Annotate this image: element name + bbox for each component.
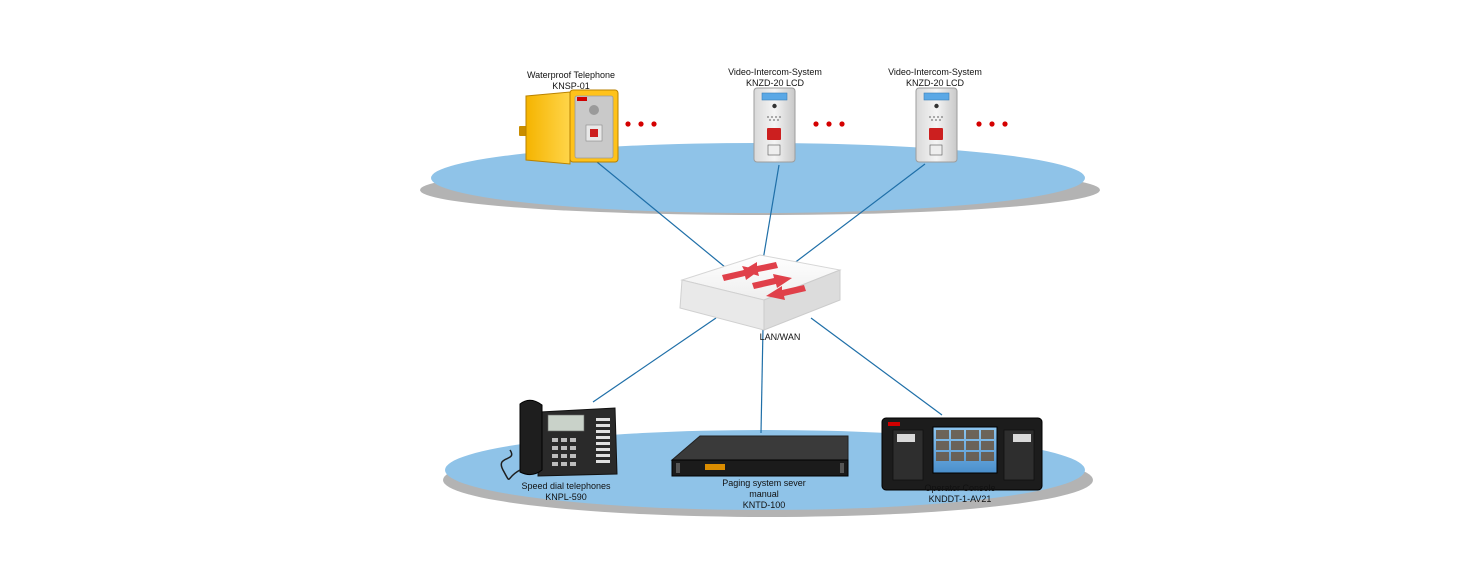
paging-server-model: KNTD-100 (742, 500, 786, 510)
waterproof-telephone-label: Waterproof Telephone KNSP-01 (511, 70, 631, 92)
waterproof-telephone-device (519, 89, 619, 165)
video-intercom-1-name: Video-Intercom-System (728, 67, 822, 77)
paging-server-name-line1: Paging system sever (722, 478, 806, 488)
speed-dial-telephone-name: Speed dial telephones (521, 481, 611, 491)
video-intercom-2-label: Video-Intercom-System KNZD-20 LCD (875, 67, 995, 89)
video-intercom-1-model: KNZD-20 LCD (745, 78, 804, 88)
link-speed-dial-telephone (592, 317, 717, 403)
speed-dial-telephone-device (500, 399, 618, 480)
waterproof-telephone-name: Waterproof Telephone (526, 70, 616, 80)
video-intercom-1-label: Video-Intercom-System KNZD-20 LCD (715, 67, 835, 89)
continuation-dots (625, 121, 1008, 127)
link-waterproof-telephone (596, 161, 732, 273)
operator-console-device (881, 417, 1043, 491)
video-intercom-2-name: Video-Intercom-System (888, 67, 982, 77)
operator-console-name: Operator Console (924, 483, 996, 493)
operator-console-label: Operator Console KNDDT-1-AV21 (905, 483, 1015, 505)
video-intercom-2-model: KNZD-20 LCD (905, 78, 964, 88)
paging-server-device (670, 435, 849, 477)
switch-label: LAN/WAN (742, 332, 818, 343)
video-intercom-2-device (915, 87, 958, 163)
link-video-intercom-2 (792, 163, 926, 265)
operator-console-model: KNDDT-1-AV21 (928, 494, 992, 504)
paging-server-label: Paging system sever manual KNTD-100 (709, 478, 819, 511)
speed-dial-telephone-label: Speed dial telephones KNPL-590 (511, 481, 621, 503)
network-switch (679, 254, 842, 331)
waterproof-telephone-model: KNSP-01 (552, 81, 590, 91)
link-paging-server (760, 327, 764, 434)
switch-arrows-icon (722, 262, 806, 300)
speed-dial-telephone-model: KNPL-590 (545, 492, 587, 502)
switch-label-text: LAN/WAN (759, 332, 801, 342)
link-operator-console (810, 317, 943, 416)
video-intercom-1-device (753, 87, 796, 163)
paging-server-name-line2: manual (749, 489, 779, 499)
